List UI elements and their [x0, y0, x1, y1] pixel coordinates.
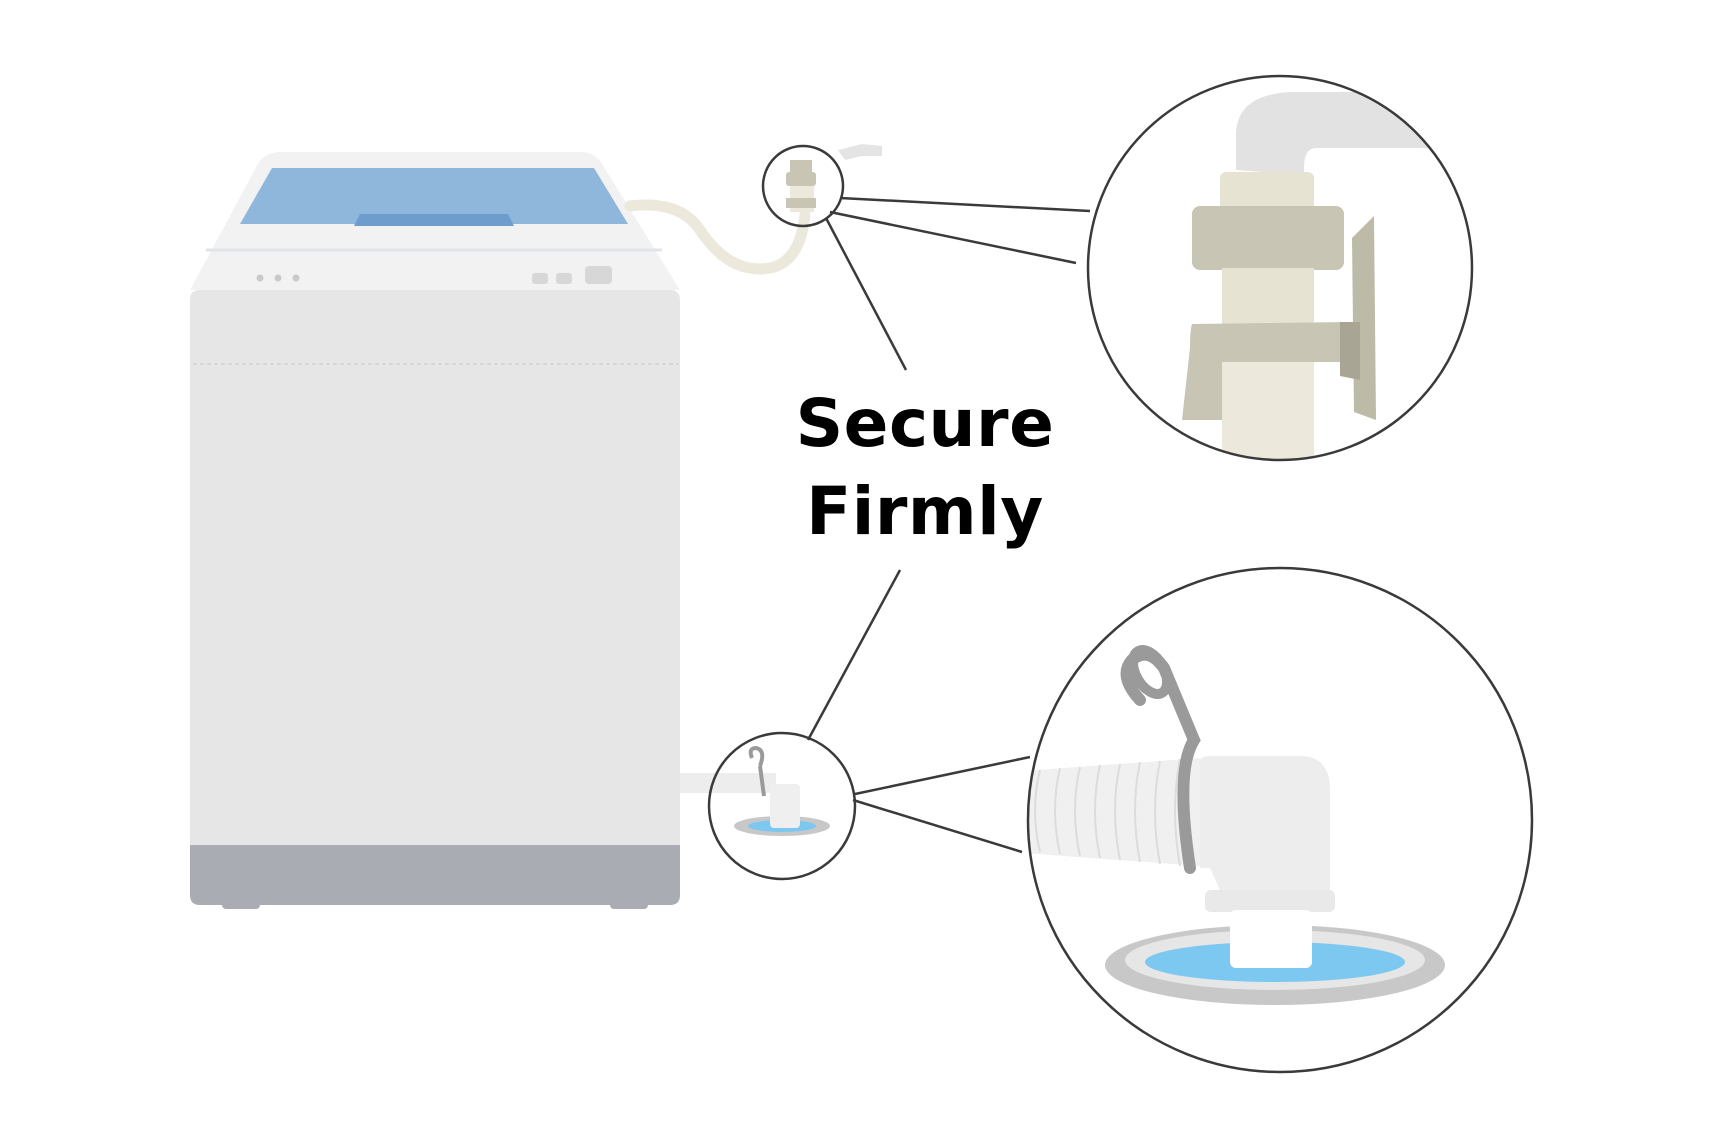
caption-secure-firmly: Secure Firmly [760, 380, 1090, 556]
faucet-callout-circle [761, 144, 845, 228]
faucet-zoom-circle [1086, 74, 1474, 462]
drain-mini-icon [734, 745, 830, 836]
caption-line-1: Secure [795, 385, 1055, 462]
faucet-icon [786, 144, 882, 212]
drain-hose [680, 773, 776, 793]
drain-elbow-icon [1028, 568, 1532, 1072]
supply-hose [624, 199, 811, 275]
faucet-connector-icon [1088, 76, 1472, 460]
drain-zoom-circle [1026, 566, 1534, 1074]
lid-window [240, 168, 628, 224]
drain-callout-circle [707, 731, 857, 881]
washing-machine-icon [190, 152, 680, 909]
caption-line-2: Firmly [806, 473, 1044, 550]
